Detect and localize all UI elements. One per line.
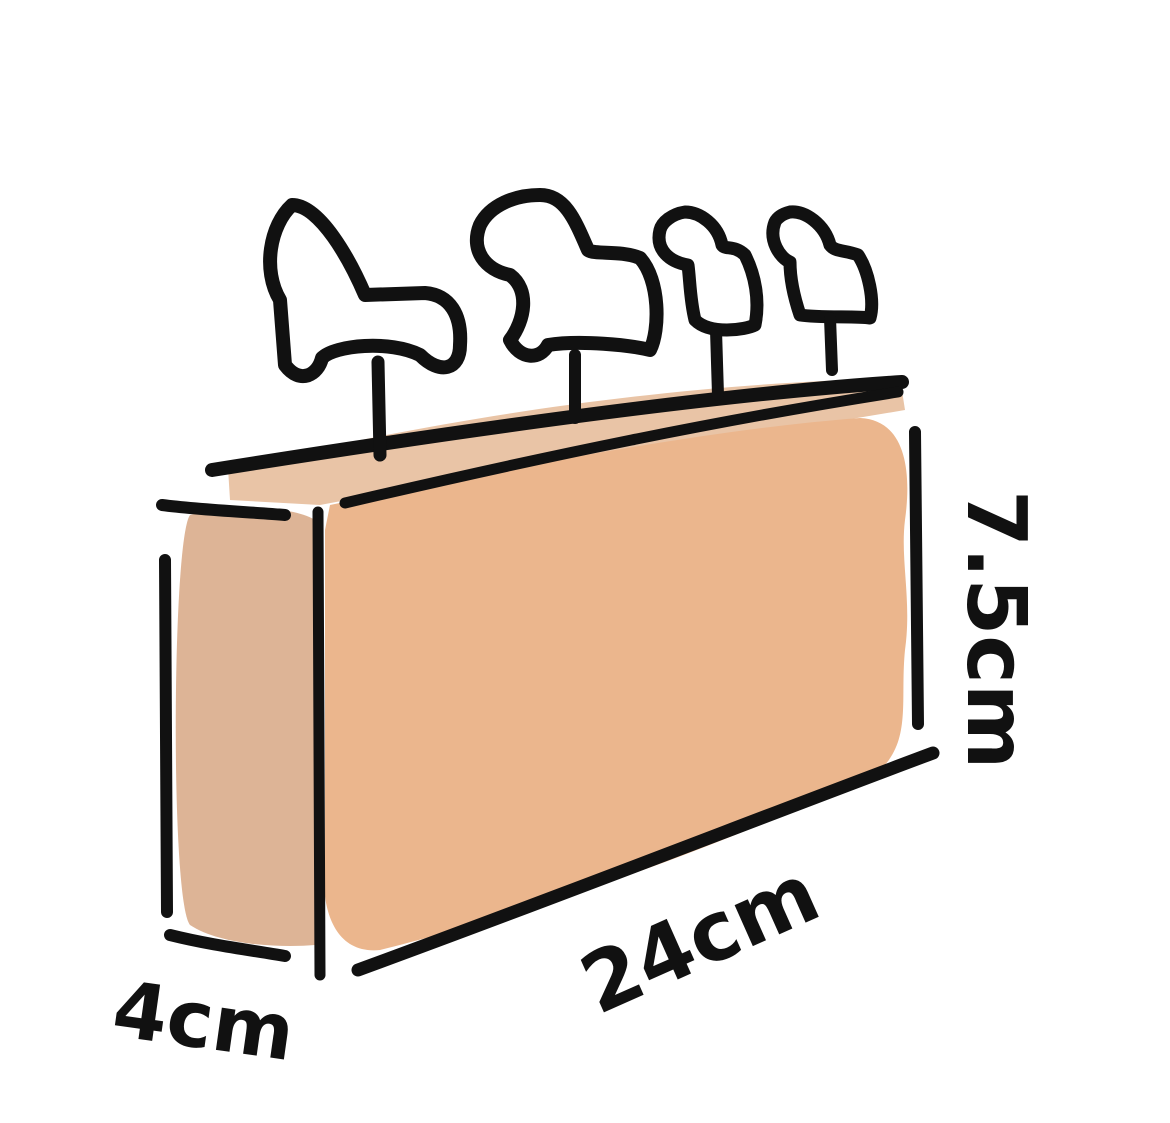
top-front-edge (339, 386, 904, 509)
depth-label: 4cm (107, 965, 300, 1079)
chair-1 (263, 198, 468, 462)
front-left-edge (312, 506, 326, 981)
chair-1-seat (263, 198, 468, 384)
bottom-side-edge (164, 929, 291, 962)
chair-2-seat (469, 188, 664, 363)
top-back-edge (205, 375, 909, 477)
chair-4 (766, 205, 879, 376)
chair-3-post (710, 324, 724, 401)
box-top-face (228, 378, 905, 505)
chair-4-post (824, 312, 838, 376)
chair-3-seat (652, 205, 764, 337)
left-side-edge (159, 554, 173, 918)
chair-1-post (371, 355, 387, 462)
height-label: 7.5cm (948, 490, 1043, 769)
chair-2 (469, 188, 664, 424)
right-edge (909, 426, 924, 730)
top-left-edge (156, 499, 291, 521)
chair-3 (652, 205, 764, 401)
chair-4-seat (766, 205, 879, 325)
box-side-face (175, 508, 315, 946)
bottom-front-edge (351, 746, 940, 977)
